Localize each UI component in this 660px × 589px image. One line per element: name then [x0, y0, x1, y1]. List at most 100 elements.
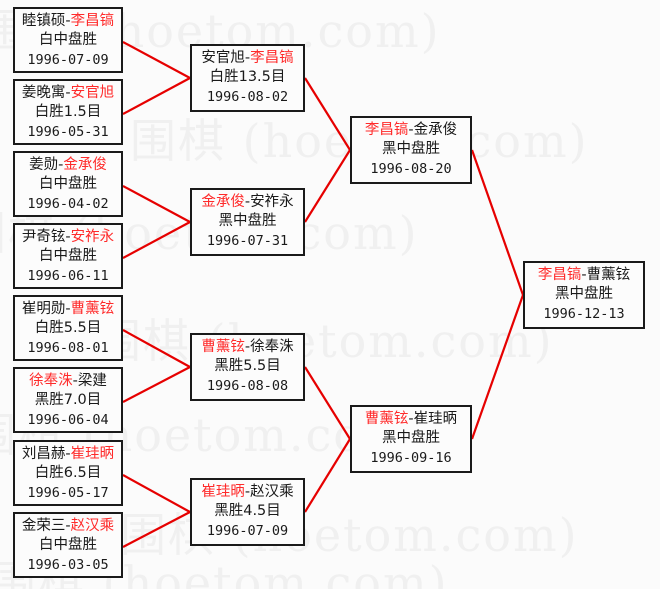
match-players: 徐奉洙-梁建: [17, 372, 119, 391]
player-left: 徐奉洙: [29, 373, 73, 389]
player-right: 崔珪昞: [413, 411, 458, 427]
match-date: 1996-07-09: [206, 522, 289, 539]
player-left: 睦镇硕: [21, 13, 66, 29]
player-right: 安官旭: [70, 85, 115, 101]
match-date: 1996-08-20: [370, 160, 452, 177]
vs-separator: -: [581, 267, 587, 283]
match-box-round-3-0[interactable]: 李昌镐-金承俊黑中盘胜 1996-08-20: [350, 116, 472, 184]
vs-separator: -: [58, 157, 64, 173]
match-date: 1996-06-04: [27, 411, 109, 428]
match-result: 黑胜4.5目: [214, 503, 281, 520]
connector-r1-3-to-r2-1: [122, 221, 191, 259]
player-left: 金荣三: [21, 518, 66, 534]
vs-separator: -: [72, 373, 78, 389]
player-left: 崔明勋: [21, 301, 66, 317]
match-result: 黑中盘胜: [382, 430, 440, 447]
match-players: 安官旭-李昌镐: [194, 49, 301, 68]
connector-r1-1-to-r2-0: [122, 77, 191, 115]
match-result: 黑胜7.0目: [34, 392, 102, 409]
vs-separator: -: [65, 85, 71, 101]
player-right: 曹薰铉: [586, 267, 631, 283]
match-result: 黑胜5.5目: [214, 358, 281, 375]
player-right: 金承俊: [63, 157, 107, 173]
match-date: 1996-08-02: [206, 88, 289, 105]
match-date: 1996-08-08: [206, 377, 289, 394]
match-box-final-0[interactable]: 李昌镐-曹薰铉黑中盘胜 1996-12-13: [523, 261, 645, 329]
match-result: 黑中盘胜: [555, 286, 613, 303]
player-left: 曹薰铉: [201, 339, 245, 355]
player-right: 李昌镐: [70, 13, 115, 29]
player-right: 徐奉洙: [250, 339, 294, 355]
vs-separator: -: [65, 446, 71, 462]
match-players: 李昌镐-曹薰铉: [527, 266, 641, 285]
match-players: 睦镇硕-李昌镐: [17, 12, 119, 31]
watermark-text-5: 围棋 (hoetom.com): [120, 508, 579, 562]
watermark-text-3: 围棋 (hoetom.com): [95, 314, 554, 368]
match-box-round-2-3[interactable]: 崔珪昞-赵汉乘黑胜4.5目 1996-07-09: [190, 478, 305, 546]
match-result: 白胜5.5目: [34, 320, 102, 337]
match-players: 金承俊-安祚永: [194, 193, 301, 212]
connector-r3-0-to-r4-0: [470, 149, 525, 296]
match-result: 白中盘胜: [39, 32, 97, 49]
player-right: 赵汉乘: [250, 484, 294, 500]
match-box-round-1-1[interactable]: 姜晚寓-安官旭白胜1.5目 1996-05-31: [13, 79, 123, 145]
player-right: 金承俊: [413, 122, 458, 138]
player-left: 崔珪昞: [201, 484, 245, 500]
vs-separator: -: [65, 301, 71, 317]
player-left: 姜勋: [29, 157, 59, 173]
player-left: 安官旭: [201, 50, 245, 66]
player-left: 金承俊: [201, 194, 245, 210]
connector-r1-7-to-r2-3: [122, 511, 191, 548]
match-result: 白胜6.5目: [34, 465, 102, 482]
match-box-round-3-1[interactable]: 曹薰铉-崔珪昞黑中盘胜 1996-09-16: [350, 405, 472, 473]
player-left: 曹薰铉: [364, 411, 409, 427]
connector-r2-3-to-r3-1: [304, 438, 351, 513]
vs-separator: -: [65, 518, 71, 534]
match-players: 崔明勋-曹薰铉: [17, 300, 119, 319]
connector-r1-2-to-r2-1: [122, 185, 191, 223]
connector-r1-4-to-r2-2: [122, 329, 191, 368]
match-players: 尹奇铉-安祚永: [17, 228, 119, 247]
connector-r2-1-to-r3-0: [304, 149, 351, 223]
connector-r1-5-to-r2-2: [122, 366, 191, 403]
match-result: 黑中盘胜: [382, 141, 440, 158]
match-date: 1996-03-05: [27, 556, 109, 573]
vs-separator: -: [65, 13, 71, 29]
match-result: 白胜13.5目: [209, 69, 286, 86]
connector-r3-1-to-r4-0: [470, 294, 525, 440]
match-date: 1996-07-09: [27, 51, 109, 68]
player-left: 刘昌赫: [21, 446, 66, 462]
match-players: 李昌镐-金承俊: [354, 121, 468, 140]
match-date: 1996-09-16: [370, 449, 452, 466]
match-date: 1996-07-31: [206, 232, 289, 249]
connector-r1-6-to-r2-3: [122, 474, 191, 513]
vs-separator: -: [244, 194, 251, 210]
match-date: 1996-12-13: [543, 305, 625, 322]
match-result: 黑中盘胜: [218, 213, 277, 230]
match-players: 曹薰铉-徐奉洙: [194, 338, 301, 357]
player-left: 尹奇铉: [21, 229, 66, 245]
player-right: 梁建: [77, 373, 107, 389]
match-result: 白胜1.5目: [34, 104, 102, 121]
player-right: 赵汉乘: [70, 518, 115, 534]
vs-separator: -: [408, 122, 414, 138]
match-players: 金荣三-赵汉乘: [17, 517, 119, 536]
player-right: 安祚永: [250, 194, 294, 210]
match-result: 白中盘胜: [39, 537, 97, 554]
match-players: 姜晚寓-安官旭: [17, 84, 119, 103]
vs-separator: -: [408, 411, 414, 427]
match-box-round-2-2[interactable]: 曹薰铉-徐奉洙黑胜5.5目 1996-08-08: [190, 333, 305, 401]
player-right: 安祚永: [70, 229, 115, 245]
match-box-round-2-0[interactable]: 安官旭-李昌镐白胜13.5目 1996-08-02: [190, 44, 305, 112]
vs-separator: -: [244, 484, 251, 500]
match-date: 1996-05-31: [27, 123, 109, 140]
vs-separator: -: [65, 229, 71, 245]
